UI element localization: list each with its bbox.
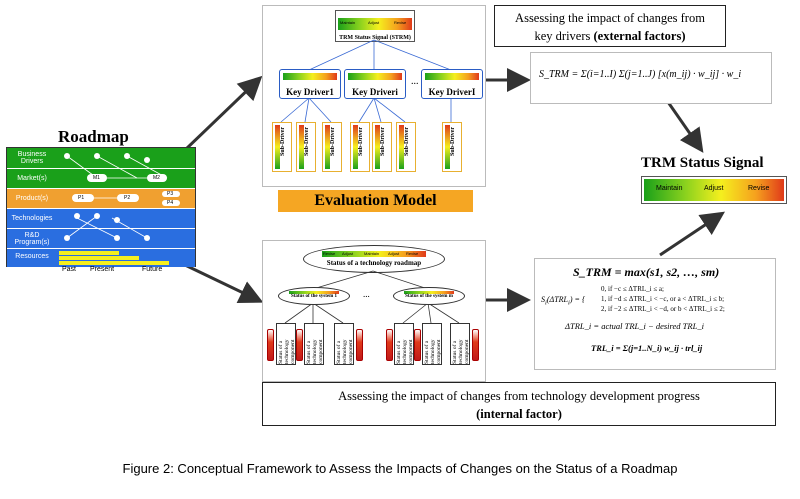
system-tree-links bbox=[284, 270, 460, 324]
thermometer-5-icon bbox=[414, 329, 421, 361]
formula-case1: 0, if −c ≤ ΔTRL_i ≤ a; bbox=[601, 285, 664, 293]
strm-gauge bbox=[338, 18, 412, 30]
formula-delta: ΔTRL_i = actual TRL_i − desired TRL_i bbox=[565, 321, 704, 331]
roadmap-links bbox=[59, 153, 180, 265]
component-5: Status of a technology component bbox=[422, 323, 442, 365]
formula-case3: 2, if −2 ≤ ΔTRL_i < −d, or b < ΔTRL_i ≤ … bbox=[601, 305, 725, 313]
top-bar-level-4: Revise bbox=[406, 251, 419, 256]
key-driver-1: Key Driver1 bbox=[279, 69, 341, 99]
key-driver-ellipsis: ... bbox=[411, 76, 419, 87]
figure-caption: Figure 2: Conceptual Framework to Assess… bbox=[122, 461, 678, 476]
strm-gauge-label-maintain: Maintain bbox=[340, 20, 356, 25]
component-6: Status of a technology component bbox=[450, 323, 470, 365]
roadmap-status-label: Status of a technology roadmap bbox=[326, 259, 422, 267]
component-1: Status of a technology component bbox=[276, 323, 296, 365]
strm-signal: Maintain Adjust Revise TRM Status Signal… bbox=[335, 10, 415, 42]
evaluation-model-panel: Maintain Adjust Revise TRM Status Signal… bbox=[262, 5, 486, 187]
sub-driver-5: Sub-Driver bbox=[372, 122, 392, 172]
sub-driver-6: Sub-Driver bbox=[396, 122, 416, 172]
time-present: Present bbox=[90, 266, 115, 273]
trm-status-gauge-fill bbox=[644, 179, 784, 201]
trm-status-title: TRM Status Signal bbox=[641, 155, 764, 171]
layer-technologies: Technologies bbox=[7, 208, 195, 229]
thermometer-4-icon bbox=[386, 329, 393, 361]
strm-title: TRM Status Signal (STRM) bbox=[339, 35, 411, 41]
node-p2: P2 bbox=[124, 195, 131, 201]
external-line2: key drivers bbox=[534, 29, 594, 43]
roadmap-status-gauge bbox=[322, 251, 426, 257]
sub-driver-2: Sub-Driver bbox=[296, 122, 316, 172]
roadmap-status-ellipse: Revise Adjust Maintain Adjust Revise Sta… bbox=[303, 245, 445, 273]
top-bar-level-0: Revise bbox=[323, 251, 336, 256]
formula-internal-si: Si(ΔTRLi) = { bbox=[541, 295, 586, 307]
time-future: Future bbox=[142, 266, 163, 273]
node-p1: P1 bbox=[78, 195, 85, 201]
key-driver-i: Key Driveri bbox=[344, 69, 406, 99]
layer-rd-programs: R&D Program(s) bbox=[7, 228, 195, 249]
sub-driver-4: Sub-Driver bbox=[350, 122, 370, 172]
top-bar-level-3: Adjust bbox=[388, 251, 400, 256]
system-1-label: Status of the system 1 bbox=[290, 294, 338, 299]
thermometer-2-icon bbox=[296, 329, 303, 361]
formula-trl: TRL_i = Σ(j=1..N_i) w_ij · trl_ij bbox=[591, 343, 703, 353]
external-line2-bold: (external factors) bbox=[593, 29, 686, 43]
trm-status-gauge: Maintain Adjust Revise bbox=[641, 176, 787, 204]
trm-level-adjust: Adjust bbox=[704, 185, 724, 192]
thermometer-3-icon bbox=[356, 329, 363, 361]
node-m2: M2 bbox=[153, 175, 160, 181]
external-formula-box: S_TRM = Σ(i=1..I) Σ(j=1..J) [x(m_ij) · w… bbox=[530, 52, 772, 104]
top-bar-level-2: Maintain bbox=[364, 251, 380, 256]
sub-driver-7: Sub-Driver bbox=[442, 122, 462, 172]
formula-case2: 1, if −d ≤ ΔTRL_i < −c, or a < ΔTRL_i ≤ … bbox=[601, 295, 725, 303]
sub-driver-1: Sub-Driver bbox=[272, 122, 292, 172]
trm-level-revise: Revise bbox=[748, 185, 770, 192]
system-ellipsis: ... bbox=[363, 289, 370, 299]
sub-driver-3: Sub-Driver bbox=[322, 122, 342, 172]
internal-formula-box: S_TRM = max(s1, s2, …, sm) Si(ΔTRLi) = {… bbox=[534, 258, 776, 370]
node-m1: M1 bbox=[93, 175, 100, 181]
internal-line2-bold: (internal factor) bbox=[476, 407, 562, 421]
roadmap-title: Roadmap bbox=[58, 127, 129, 146]
component-4: Status of a technology component bbox=[394, 323, 414, 365]
system-m-label: Status of the system m bbox=[405, 294, 453, 299]
internal-line1: Assessing the impact of changes from tec… bbox=[338, 389, 700, 403]
roadmap-chart: Business Drivers Market(s) Product(s) Te… bbox=[6, 147, 196, 267]
top-bar-level-1: Adjust bbox=[342, 251, 354, 256]
time-past: Past bbox=[62, 266, 77, 273]
formula-external: S_TRM = Σ(i=1..I) Σ(j=1..J) [x(m_ij) · w… bbox=[539, 69, 742, 80]
layer-products: Product(s) bbox=[7, 188, 195, 209]
driver-tree-links bbox=[280, 39, 452, 123]
component-3: Status of a technology component bbox=[334, 323, 354, 365]
external-line1: Assessing the impact of changes from bbox=[515, 11, 705, 25]
system-m: Status of the system m bbox=[393, 287, 465, 305]
internal-model-panel: Revise Adjust Maintain Adjust Revise Sta… bbox=[262, 240, 486, 382]
strm-gauge-label-adjust: Adjust bbox=[368, 20, 380, 25]
roadmap-panel: Roadmap Business Drivers Market(s) Produ… bbox=[6, 125, 196, 273]
formula-internal-main: S_TRM = max(s1, s2, …, sm) bbox=[573, 265, 720, 279]
node-p3: P3 bbox=[167, 191, 174, 197]
evaluation-model-label: Evaluation Model bbox=[278, 190, 473, 212]
trm-level-maintain: Maintain bbox=[656, 185, 683, 192]
component-2: Status of a technology component bbox=[304, 323, 324, 365]
strm-gauge-label-revise: Revise bbox=[394, 20, 407, 25]
external-factors-box: Assessing the impact of changes from key… bbox=[494, 5, 726, 47]
key-driver-I: Key DriverI bbox=[421, 69, 483, 99]
thermometer-1-icon bbox=[267, 329, 274, 361]
system-1: Status of the system 1 bbox=[278, 287, 350, 305]
thermometer-6-icon bbox=[472, 329, 479, 361]
internal-factor-box: Assessing the impact of changes from tec… bbox=[262, 382, 776, 426]
node-p4: P4 bbox=[167, 200, 174, 206]
